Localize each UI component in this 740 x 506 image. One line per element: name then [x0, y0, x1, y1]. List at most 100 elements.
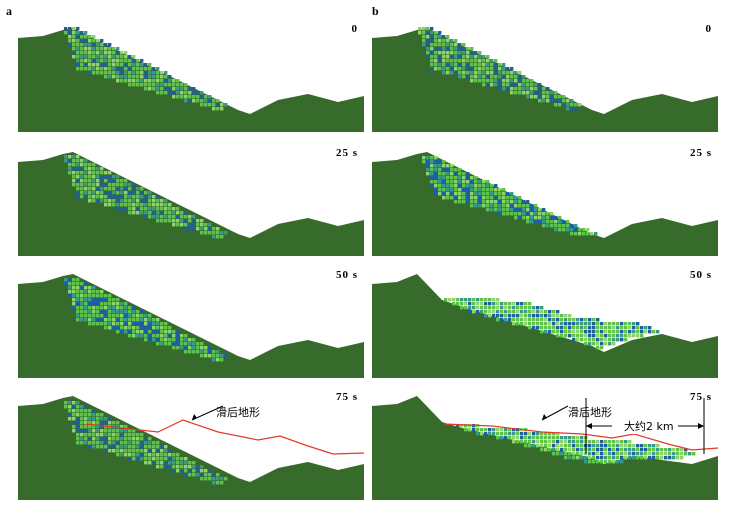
particle: [470, 196, 474, 200]
particle: [482, 196, 486, 200]
particle: [502, 79, 506, 83]
particle: [574, 107, 578, 111]
particle: [522, 212, 526, 216]
slope-diagram: [18, 396, 364, 500]
particle: [526, 87, 530, 91]
particle: [664, 456, 668, 460]
particle: [128, 211, 132, 215]
particle: [108, 67, 112, 71]
particle: [632, 334, 636, 338]
particle: [124, 441, 128, 445]
particle: [160, 461, 164, 465]
particle: [188, 346, 192, 350]
particle: [426, 51, 430, 55]
particle: [426, 35, 430, 39]
particle: [120, 437, 124, 441]
particle: [554, 103, 558, 107]
particle: [560, 318, 564, 322]
particle: [220, 235, 224, 239]
particle: [636, 444, 640, 448]
particle: [76, 35, 80, 39]
particle: [474, 176, 478, 180]
particle: [530, 212, 534, 216]
particle: [462, 200, 466, 204]
particle: [100, 71, 104, 75]
particle: [132, 59, 136, 63]
particle: [534, 95, 538, 99]
particle: [636, 330, 640, 334]
particle: [140, 310, 144, 314]
particle: [482, 192, 486, 196]
particle: [500, 428, 504, 432]
particle: [486, 79, 490, 83]
particle: [192, 99, 196, 103]
particle: [450, 59, 454, 63]
particle: [454, 39, 458, 43]
particle: [480, 310, 484, 314]
particle: [564, 330, 568, 334]
particle: [136, 457, 140, 461]
particle: [624, 456, 628, 460]
particle: [504, 310, 508, 314]
particle: [84, 187, 88, 191]
particle: [596, 318, 600, 322]
particle: [76, 401, 80, 405]
particle: [426, 31, 430, 35]
particle: [196, 99, 200, 103]
particle: [172, 461, 176, 465]
particle: [180, 91, 184, 95]
particle: [482, 200, 486, 204]
particle: [490, 83, 494, 87]
particle: [148, 79, 152, 83]
particle: [108, 298, 112, 302]
particle: [84, 163, 88, 167]
particle: [156, 219, 160, 223]
particle: [522, 83, 526, 87]
particle: [208, 95, 212, 99]
particle: [474, 71, 478, 75]
particle: [632, 444, 636, 448]
particle: [592, 440, 596, 444]
particle: [462, 71, 466, 75]
particle: [128, 318, 132, 322]
particle: [176, 461, 180, 465]
particle: [168, 75, 172, 79]
terrain: [18, 274, 364, 378]
particle: [496, 310, 500, 314]
particle: [510, 67, 514, 71]
particle: [592, 452, 596, 456]
particle: [540, 448, 544, 452]
particle: [616, 440, 620, 444]
particle: [462, 172, 466, 176]
particle: [494, 83, 498, 87]
particle: [442, 160, 446, 164]
particle: [152, 441, 156, 445]
particle: [470, 79, 474, 83]
particle: [80, 294, 84, 298]
particle: [508, 302, 512, 306]
particle: [418, 31, 422, 35]
particle: [624, 326, 628, 330]
particle: [144, 67, 148, 71]
particle: [576, 318, 580, 322]
particle: [450, 51, 454, 55]
particle: [492, 310, 496, 314]
particle: [562, 99, 566, 103]
particle: [446, 63, 450, 67]
particle: [92, 51, 96, 55]
particle: [128, 330, 132, 334]
particle: [430, 63, 434, 67]
particle: [108, 55, 112, 59]
particle: [120, 179, 124, 183]
particle: [104, 175, 108, 179]
particle: [542, 208, 546, 212]
particle: [592, 338, 596, 342]
particle: [128, 441, 132, 445]
particle: [546, 87, 550, 91]
particle: [120, 445, 124, 449]
particle: [542, 220, 546, 224]
particle: [168, 461, 172, 465]
particle: [520, 306, 524, 310]
particle: [468, 310, 472, 314]
particle: [596, 334, 600, 338]
